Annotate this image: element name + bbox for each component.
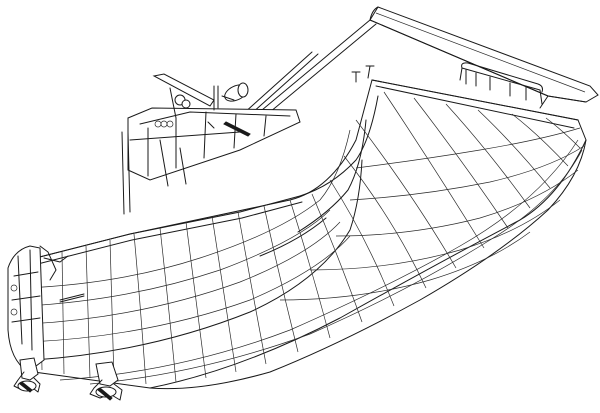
outboard-engine-right [89, 361, 123, 401]
console-windshield [121, 107, 301, 215]
radar-mast [152, 73, 251, 137]
outboard-engine-left [13, 357, 41, 393]
hull-outline [17, 79, 587, 390]
transom [7, 245, 69, 373]
aft-rail [459, 62, 543, 105]
rub-rail [59, 293, 85, 303]
